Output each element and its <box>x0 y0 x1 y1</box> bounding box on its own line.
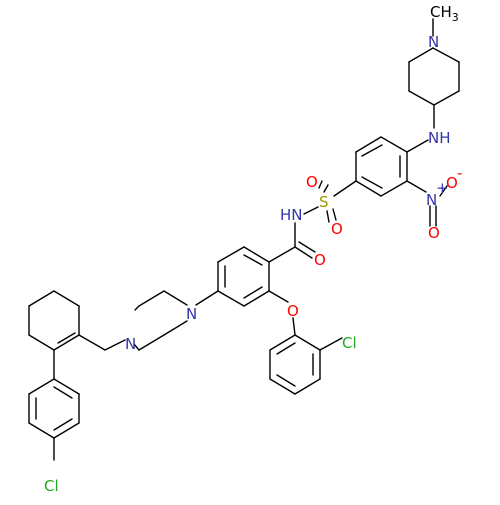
nitro-oxygen-bottom-label: O <box>428 224 440 242</box>
sulfonamide-nh-label: HN <box>280 206 303 224</box>
piperidine-nitrogen-label: N <box>428 33 439 51</box>
nitro-plus-charge: + <box>436 179 449 197</box>
methyl-label: CH3 <box>430 3 459 24</box>
sulfonyl-oxygen-right-label: O <box>331 220 343 238</box>
piperazine-nitrogen-left-label: N <box>125 335 136 353</box>
sulfonyl-sulfur-label: S <box>319 193 329 211</box>
chloro-bottom-label: Cl <box>44 477 59 495</box>
bonds <box>28 18 460 461</box>
piperazine-nitrogen-right-label: N <box>186 305 197 323</box>
chloro-phenoxy-label: Cl <box>342 334 357 352</box>
atom-labels: CH3 N NH N + O - O S O O HN O N N O Cl C… <box>44 3 462 495</box>
nitro-oxygen-top-label: O <box>446 174 458 192</box>
sulfonyl-oxygen-left-label: O <box>306 173 318 191</box>
amine-nh-label: NH <box>428 129 451 147</box>
carbonyl-oxygen-label: O <box>314 251 326 269</box>
nitro-minus-charge: - <box>457 164 462 182</box>
ether-oxygen-label: O <box>287 302 299 320</box>
nitro-nitrogen-label: N <box>426 191 437 209</box>
